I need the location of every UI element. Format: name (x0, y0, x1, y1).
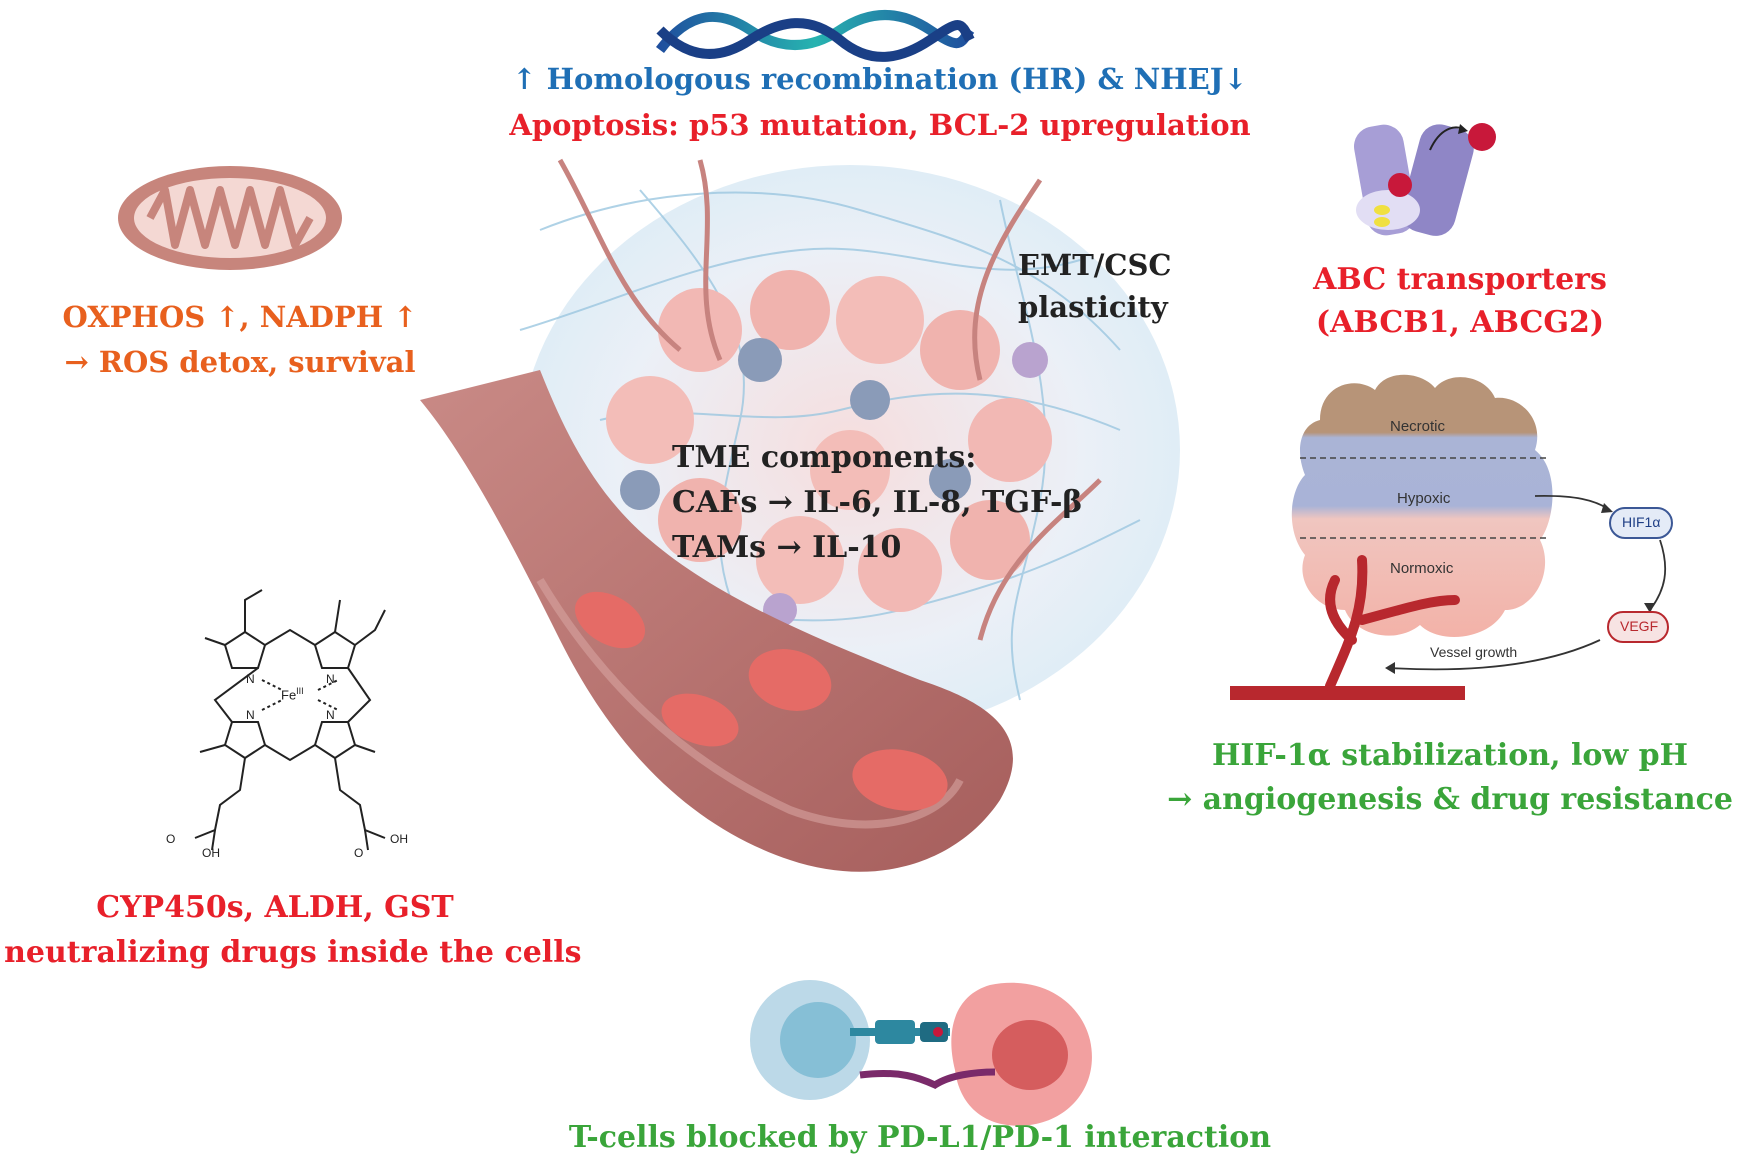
heme-n2-label: N (326, 672, 335, 686)
plasticity-label: plasticity (1018, 290, 1168, 324)
vegf-node: VEGF (1620, 618, 1659, 634)
heme-fe-label: FeIII (281, 686, 304, 703)
dna-helix-icon (656, 10, 975, 62)
cancer-cells (606, 270, 1052, 612)
mitochondrion-icon (118, 166, 342, 270)
tcell-blocked-label: T-cells blocked by PD-L1/PD-1 interactio… (568, 1120, 1272, 1155)
vessel-growth-label: Vessel growth (1430, 644, 1518, 660)
necrotic-zone-label: Necrotic (1390, 418, 1446, 435)
emt-label: EMT/CSC (1018, 248, 1172, 282)
heme-o1-label: O (166, 832, 176, 846)
abc-genes-label: (ABCB1, ABCG2) (1315, 305, 1605, 340)
immune-cells (582, 338, 1048, 627)
heme-o2-label: O (354, 846, 364, 860)
tams-label: TAMs → IL-10 (672, 530, 902, 565)
dna-repair-label: ↑ Homologous recombination (HR) & NHEJ↓ (512, 62, 1248, 96)
tme-title-label: TME components: (672, 440, 977, 475)
abc-transporters-label: ABC transporters (1313, 262, 1607, 297)
drug-neutralizing-label: → neutralizing drugs inside the cells (0, 935, 582, 970)
cafs-label: CAFs → IL-6, IL-8, TGF-β (672, 485, 1083, 520)
hypoxic-zone-label: Hypoxic (1397, 490, 1451, 507)
hypoxic-tumor-illustration (1230, 374, 1673, 700)
heme-molecule-structure (194, 589, 386, 851)
hif-stabilization-label: HIF-1α stabilization, low pH (1212, 738, 1688, 773)
heme-oh2-label: OH (390, 832, 408, 846)
blood-vessel-illustration (420, 370, 1013, 872)
angiogenesis-label: → angiogenesis & drug resistance (1167, 782, 1733, 817)
heme-oh1-label: OH (202, 846, 220, 860)
ros-detox-label: → ROS detox, survival (64, 345, 416, 379)
heme-n3-label: N (246, 708, 255, 722)
apoptosis-label: Apoptosis: p53 mutation, BCL-2 upregulat… (509, 108, 1251, 142)
normoxic-zone-label: Normoxic (1390, 560, 1454, 577)
heme-n4-label: N (326, 708, 335, 722)
hif1a-node: HIF1α (1622, 514, 1661, 530)
oxphos-label: OXPHOS ↑, NADPH ↑ (62, 300, 418, 334)
cyp450-label: CYP450s, ALDH, GST (96, 890, 454, 925)
abc-transporter-icon (1353, 123, 1496, 236)
heme-n1-label: N (246, 672, 255, 686)
tcell-pdl1-interaction-illustration (750, 980, 1092, 1126)
